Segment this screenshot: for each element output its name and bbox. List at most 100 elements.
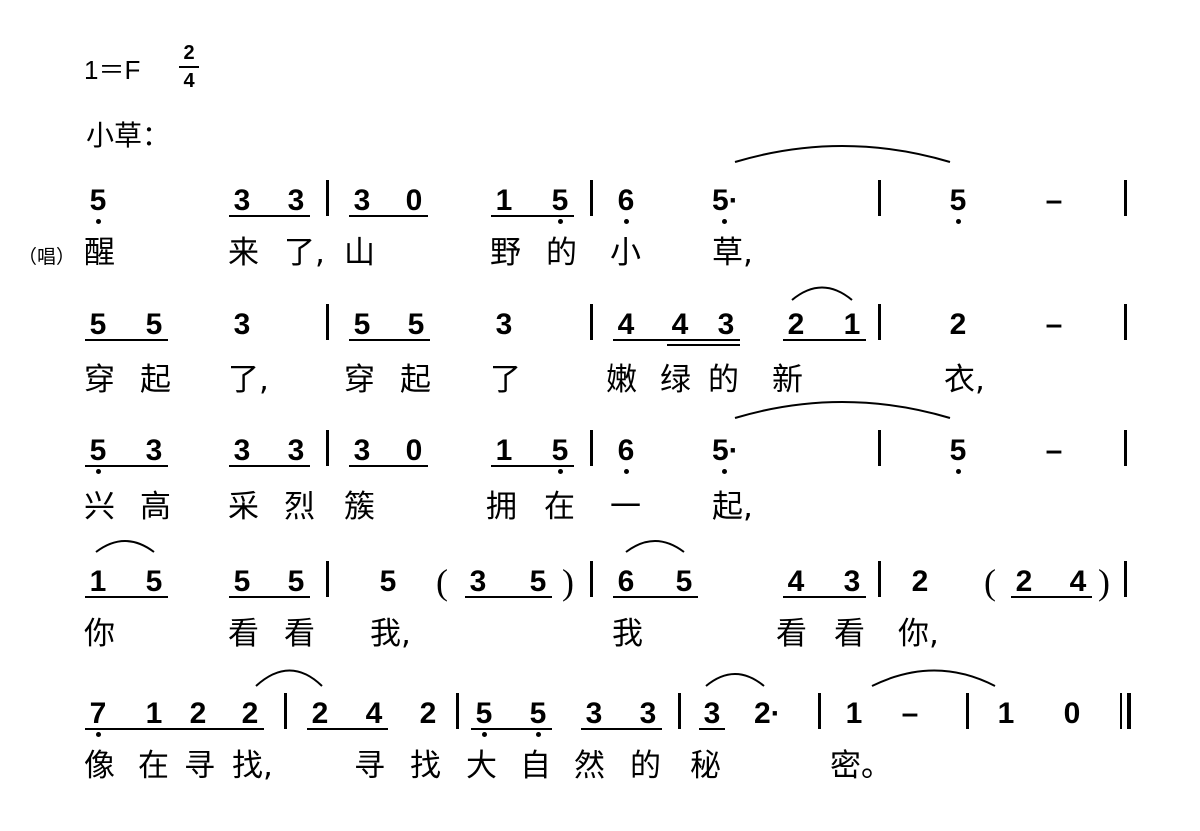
open-paren: ( — [984, 562, 996, 602]
slur — [705, 673, 765, 687]
note-dash: – — [901, 697, 919, 730]
lyric: 山 — [344, 235, 375, 271]
time-signature: 2 4 — [178, 40, 200, 94]
eighth-underline — [349, 339, 430, 341]
barline — [1124, 304, 1127, 340]
lyric: 秘 — [690, 748, 721, 784]
eighth-underline — [349, 215, 428, 217]
lyric: 衣, — [944, 362, 985, 398]
note: 2 — [1015, 565, 1033, 598]
close-paren: ) — [562, 562, 574, 602]
barline — [326, 430, 329, 466]
lyric: 穿 — [344, 362, 375, 398]
lyric: 采 — [228, 489, 259, 525]
barline — [878, 430, 881, 466]
eighth-underline — [229, 596, 310, 598]
lyric: 野 — [490, 235, 521, 271]
eighth-underline — [581, 728, 662, 730]
lyric: 簇 — [344, 489, 375, 525]
lyric: 拥 — [486, 489, 517, 525]
note-dash: – — [1045, 308, 1063, 341]
note: 5 — [475, 697, 493, 730]
lyric: 找 — [410, 748, 441, 784]
note: 3 — [469, 565, 487, 598]
note: 3 — [717, 308, 735, 341]
barline — [456, 693, 459, 729]
slur — [871, 669, 996, 687]
note: 3 — [585, 697, 603, 730]
eighth-underline — [85, 465, 168, 467]
lyric: 烈 — [284, 489, 315, 525]
barline — [878, 180, 881, 216]
note: 3 — [287, 434, 305, 467]
lyric: 穿 — [84, 362, 115, 398]
slur — [791, 286, 853, 301]
eighth-underline — [491, 465, 574, 467]
note: 2 — [911, 565, 929, 598]
lyric: 了, — [284, 235, 325, 271]
barline — [1124, 430, 1127, 466]
lyric: 密。 — [830, 748, 892, 784]
note: 1 — [495, 434, 513, 467]
barline — [326, 561, 329, 597]
note: 5 — [529, 697, 547, 730]
slur — [95, 540, 155, 553]
note: 1 — [997, 697, 1015, 730]
note: 3 — [843, 565, 861, 598]
note: 3 — [353, 434, 371, 467]
time-signature-top: 2 — [183, 42, 195, 64]
note: 0 — [405, 184, 423, 217]
lyric: 草, — [712, 235, 753, 271]
note: 5 — [89, 308, 107, 341]
lyric: 了 — [490, 362, 521, 398]
low-octave-dot — [558, 469, 563, 474]
note: 5 — [89, 434, 107, 467]
low-octave-dot — [956, 219, 961, 224]
note: 1 — [89, 565, 107, 598]
slur — [734, 145, 951, 163]
eighth-underline — [783, 596, 866, 598]
low-octave-dot — [96, 219, 101, 224]
lyric: 大 — [466, 748, 497, 784]
barline — [878, 304, 881, 340]
note: 1 — [843, 308, 861, 341]
lyric: 寻 — [354, 748, 385, 784]
note: 5 — [529, 565, 547, 598]
barline — [818, 693, 821, 729]
note: 2· — [754, 697, 781, 730]
note: 1 — [845, 697, 863, 730]
low-octave-dot — [624, 219, 629, 224]
barline — [326, 304, 329, 340]
barline — [1124, 180, 1127, 216]
slur — [625, 540, 685, 553]
low-octave-dot — [96, 732, 101, 737]
singing-label: （唱） — [18, 246, 76, 268]
note: 2 — [949, 308, 967, 341]
note: 3 — [287, 184, 305, 217]
note: 0 — [405, 434, 423, 467]
note: 2 — [241, 697, 259, 730]
eighth-underline — [471, 728, 552, 730]
lyric: 看 — [834, 616, 865, 652]
barline — [590, 180, 593, 216]
note: 6 — [617, 565, 635, 598]
note: 7 — [89, 697, 107, 730]
lyric: 找, — [232, 748, 273, 784]
note: 6 — [617, 184, 635, 217]
note: 5 — [949, 184, 967, 217]
note: 4 — [365, 697, 383, 730]
barline — [284, 693, 287, 729]
note: 2 — [787, 308, 805, 341]
lyric: 然 — [574, 748, 605, 784]
note: 1 — [145, 697, 163, 730]
low-octave-dot — [722, 219, 727, 224]
slur — [255, 669, 323, 687]
lyric: 醒 — [84, 235, 115, 271]
close-paren: ) — [1098, 562, 1110, 602]
lyric: 高 — [140, 489, 171, 525]
lyric: 你 — [84, 616, 115, 652]
note: 5· — [712, 434, 739, 467]
lyric: 起, — [712, 489, 753, 525]
note: 3 — [233, 184, 251, 217]
